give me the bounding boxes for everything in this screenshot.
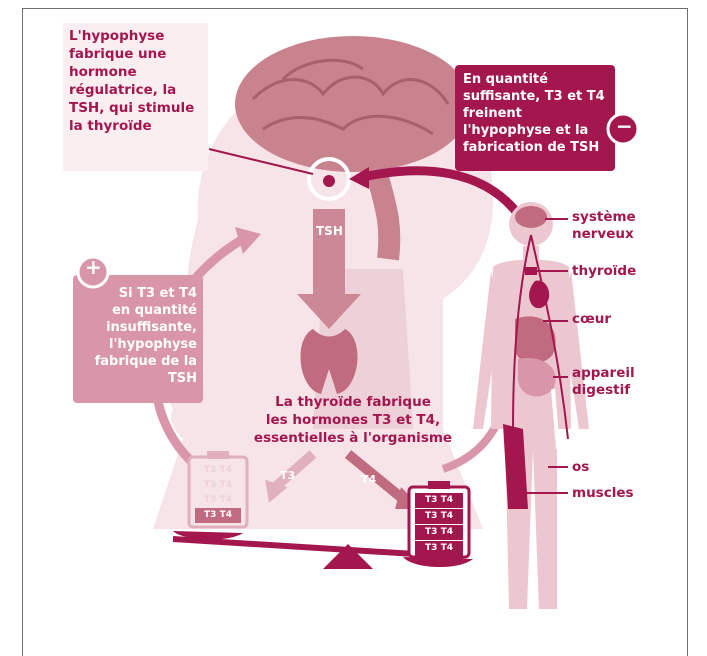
label-bones: os xyxy=(572,459,589,476)
battery-left-cell: T3 T4 xyxy=(195,463,241,478)
label-heart: cœur xyxy=(572,311,611,328)
t3-label: T3 xyxy=(280,467,295,484)
minus-sign: − xyxy=(616,118,633,135)
battery-left-cell: T3 T4 xyxy=(195,478,241,493)
battery-right-cell: T3 T4 xyxy=(415,525,463,540)
battery-right-cell: T3 T4 xyxy=(415,541,463,556)
top-left-caption: L'hypophyse fabrique une hormone régulat… xyxy=(69,27,209,135)
t4-label: T4 xyxy=(361,471,376,488)
diagram-frame: L'hypophyse fabrique une hormone régulat… xyxy=(22,8,688,656)
top-right-caption: En quantité suffisante, T3 et T4 freinen… xyxy=(463,71,613,156)
battery-left-cell: T3 T4 xyxy=(195,493,241,508)
label-muscles: muscles xyxy=(572,485,634,502)
battery-right-cells: T3 T4 T3 T4 T3 T4 T3 T4 xyxy=(415,493,463,556)
plus-sign: + xyxy=(85,259,102,276)
battery-right-cell: T3 T4 xyxy=(415,509,463,524)
brain xyxy=(235,36,471,172)
label-thyroid: thyroïde xyxy=(572,263,636,280)
battery-left-cells: T3 T4 T3 T4 T3 T4 T3 T4 xyxy=(195,463,241,523)
battery-left-cell: T3 T4 xyxy=(195,508,241,523)
battery-right-cell: T3 T4 xyxy=(415,493,463,508)
label-digestive: appareil digestif xyxy=(572,365,635,399)
pituitary-gland xyxy=(323,175,335,187)
tsh-label: TSH xyxy=(316,223,343,240)
label-nervous-system: système nerveux xyxy=(572,209,636,243)
left-caption: Si T3 et T4 en quantité insuffisante, l'… xyxy=(81,285,197,387)
center-caption: La thyroïde fabrique les hormones T3 et … xyxy=(233,393,473,447)
